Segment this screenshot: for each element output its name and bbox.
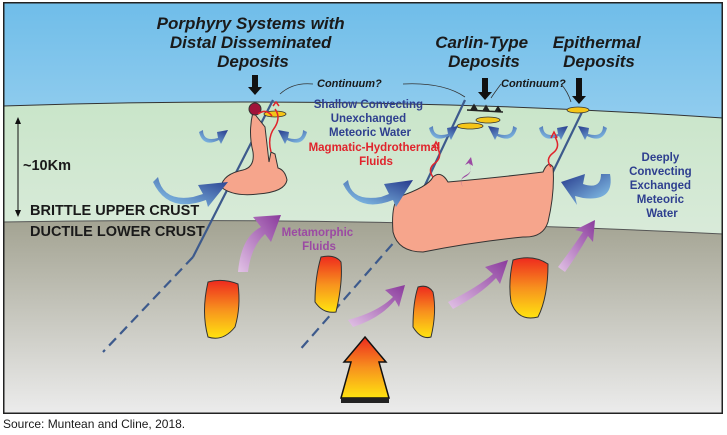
magmatic-fluid-icon — [257, 100, 280, 153]
geologic-cross-section-diagram: Porphyry Systems with Distal Disseminate… — [2, 1, 724, 415]
fault-line-dashed — [297, 231, 404, 353]
convection-arrow-icon — [561, 174, 611, 205]
upper-crust-label: BRITTLE UPPER CRUST — [30, 203, 199, 219]
porphyry-title: Porphyry Systems with Distal Disseminate… — [157, 14, 350, 71]
porphyry-intrusion — [220, 110, 288, 196]
metamorphic-fluid-arrow-icon — [448, 260, 508, 309]
down-pointer-arrow-icon — [572, 78, 586, 104]
fault-line-dashed — [102, 256, 194, 353]
epithermal-deposit — [566, 106, 590, 114]
down-pointer-arrow-icon — [248, 75, 262, 95]
small-purple-fluid-icon — [460, 157, 473, 187]
metamorphic-fluid-arrow-icon — [558, 220, 595, 272]
heat-source-blob — [509, 257, 549, 319]
convection-arrow-icon — [278, 130, 307, 144]
heat-source-blob — [314, 255, 342, 313]
convection-arrow-icon — [343, 180, 413, 207]
magmatic-fluid-icon — [547, 130, 559, 168]
carlin-deposit — [456, 122, 484, 130]
fault-line — [547, 109, 584, 183]
convection-arrow-icon — [578, 126, 607, 140]
convection-arrow-icon — [199, 130, 228, 144]
continuum-leader — [402, 83, 466, 98]
continuum-label: Continuum? — [317, 78, 382, 90]
thrust-fault-symbol — [466, 103, 504, 113]
continuum-leader — [279, 83, 314, 95]
porphyry-deposit — [248, 102, 262, 116]
continuum-label: Continuum? — [501, 78, 566, 90]
heat-source-blob — [204, 279, 240, 339]
magmatic-fluid-icon — [429, 140, 441, 178]
down-pointer-arrow-icon — [478, 78, 492, 100]
convection-arrow-icon — [429, 126, 458, 140]
metamorphic-fluid-arrow-icon — [238, 215, 281, 272]
continuum-leader — [560, 83, 572, 103]
magmatic-fluids-label: Magmatic-Hydrothermal Fluids — [309, 142, 444, 168]
convection-arrow-icon — [153, 177, 228, 207]
continuum-leader — [490, 83, 502, 99]
depth-label: ~10Km — [23, 158, 71, 174]
frame-border — [2, 1, 724, 415]
shallow-water-label: Shallow Convecting Unexchanged Meteoric … — [314, 99, 426, 139]
carlin-deposit — [475, 116, 501, 124]
metamorphic-fluid-arrow-icon — [348, 285, 405, 327]
diagram-svg: Porphyry Systems with Distal Disseminate… — [2, 1, 724, 415]
carlin-magma-body — [392, 163, 554, 253]
epithermal-title: Epithermal Deposits — [553, 33, 646, 71]
lower-crust-label: DUCTILE LOWER CRUST — [30, 224, 205, 240]
heat-arrow-base — [341, 398, 389, 403]
convection-arrow-icon — [488, 126, 517, 140]
convection-arrow-icon — [539, 126, 568, 140]
metamorphic-fluids-label: Metamorphic Fluids — [282, 227, 357, 253]
deep-water-label: Deeply Convecting Exchanged Meteoric Wat… — [629, 152, 695, 220]
carlin-title: Carlin-Type Deposits — [435, 33, 533, 71]
source-caption: Source: Muntean and Cline, 2018. — [3, 417, 186, 431]
heat-source-blob — [412, 285, 436, 338]
